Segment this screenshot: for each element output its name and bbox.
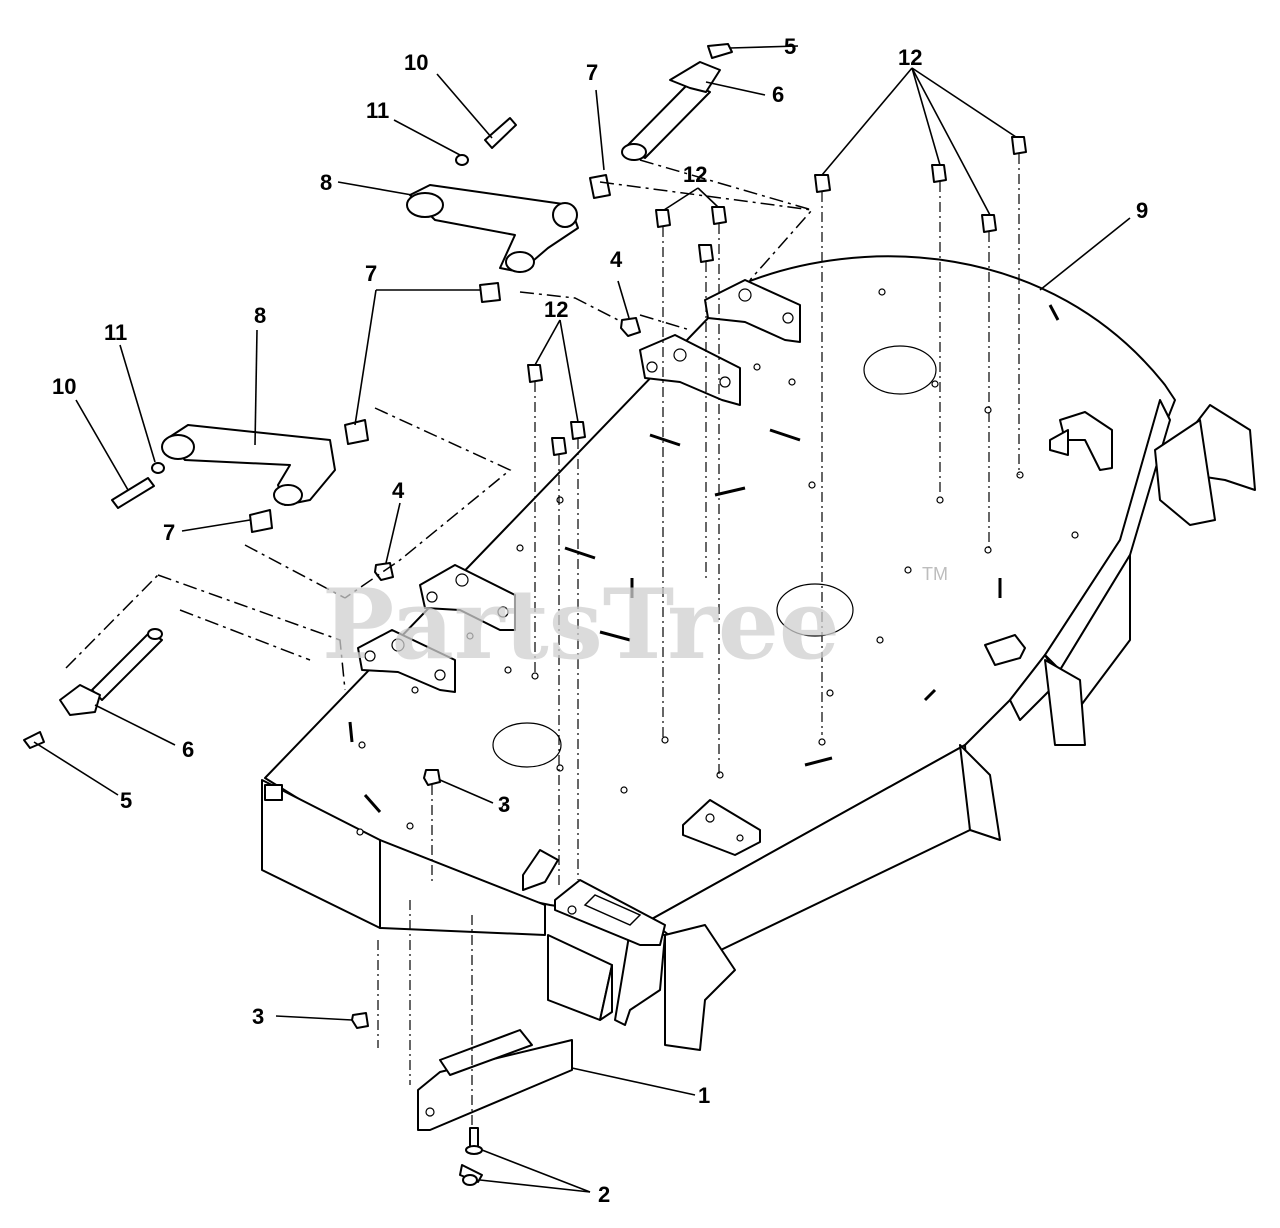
callout-3-center: 3	[498, 792, 510, 817]
callout-7-front: 7	[163, 520, 175, 545]
callout-5-rear: 5	[784, 34, 796, 59]
pivot-pin-rear	[621, 43, 733, 161]
callout-12-middle: 12	[683, 162, 707, 187]
nuts-part-3	[351, 769, 441, 1029]
front-baffle-block	[554, 879, 666, 946]
alignment-lines	[65, 159, 814, 1128]
leader-lines	[33, 45, 1131, 1193]
deck-shell	[261, 255, 1256, 1051]
deck-slots	[348, 304, 1060, 813]
callout-7-middle: 7	[365, 261, 377, 286]
callout-2: 2	[598, 1182, 610, 1207]
deflector-bolts	[459, 1127, 483, 1186]
deck-bolts-part-12	[527, 136, 1027, 885]
callout-12-lower: 12	[544, 297, 568, 322]
callout-1: 1	[698, 1083, 710, 1108]
deck-bolt-holes	[356, 288, 1079, 836]
callout-10-front: 10	[52, 374, 76, 399]
spindle-holes	[492, 345, 937, 768]
spindle-hole-center	[776, 583, 854, 637]
callout-5-front: 5	[120, 788, 132, 813]
callout-12-top: 12	[898, 45, 922, 70]
callout-7-rear: 7	[586, 60, 598, 85]
callout-8-rear: 8	[320, 170, 332, 195]
pivot-pin-front	[23, 628, 163, 749]
callout-9: 9	[1136, 198, 1148, 223]
watermark-brand: PartsTree	[322, 568, 840, 681]
callout-8-front: 8	[254, 303, 266, 328]
pivot-arm-front	[111, 419, 369, 533]
spindle-hole-left	[492, 722, 562, 768]
callout-6-front: 6	[182, 737, 194, 762]
callout-11-front: 11	[104, 320, 127, 345]
spindle-hole-rear	[863, 345, 937, 395]
deck-hanger-brackets	[264, 279, 1113, 891]
callout-4-front: 4	[392, 478, 405, 503]
callout-6-rear: 6	[772, 82, 784, 107]
partstree-watermark: PartsTree TM	[322, 564, 948, 681]
callout-10-rear: 10	[404, 50, 428, 75]
pivot-arm-rear	[406, 117, 611, 303]
callout-labels: 1 2 3 3 4 4 5 5 6 6 7 7 7 8 8 9 10 10 11…	[52, 34, 1148, 1207]
callout-11-rear: 11	[366, 98, 389, 123]
deflector-plate	[417, 1029, 573, 1131]
callout-3-lower: 3	[252, 1004, 264, 1029]
callout-4-rear: 4	[610, 247, 623, 272]
watermark-trademark: TM	[922, 564, 948, 584]
